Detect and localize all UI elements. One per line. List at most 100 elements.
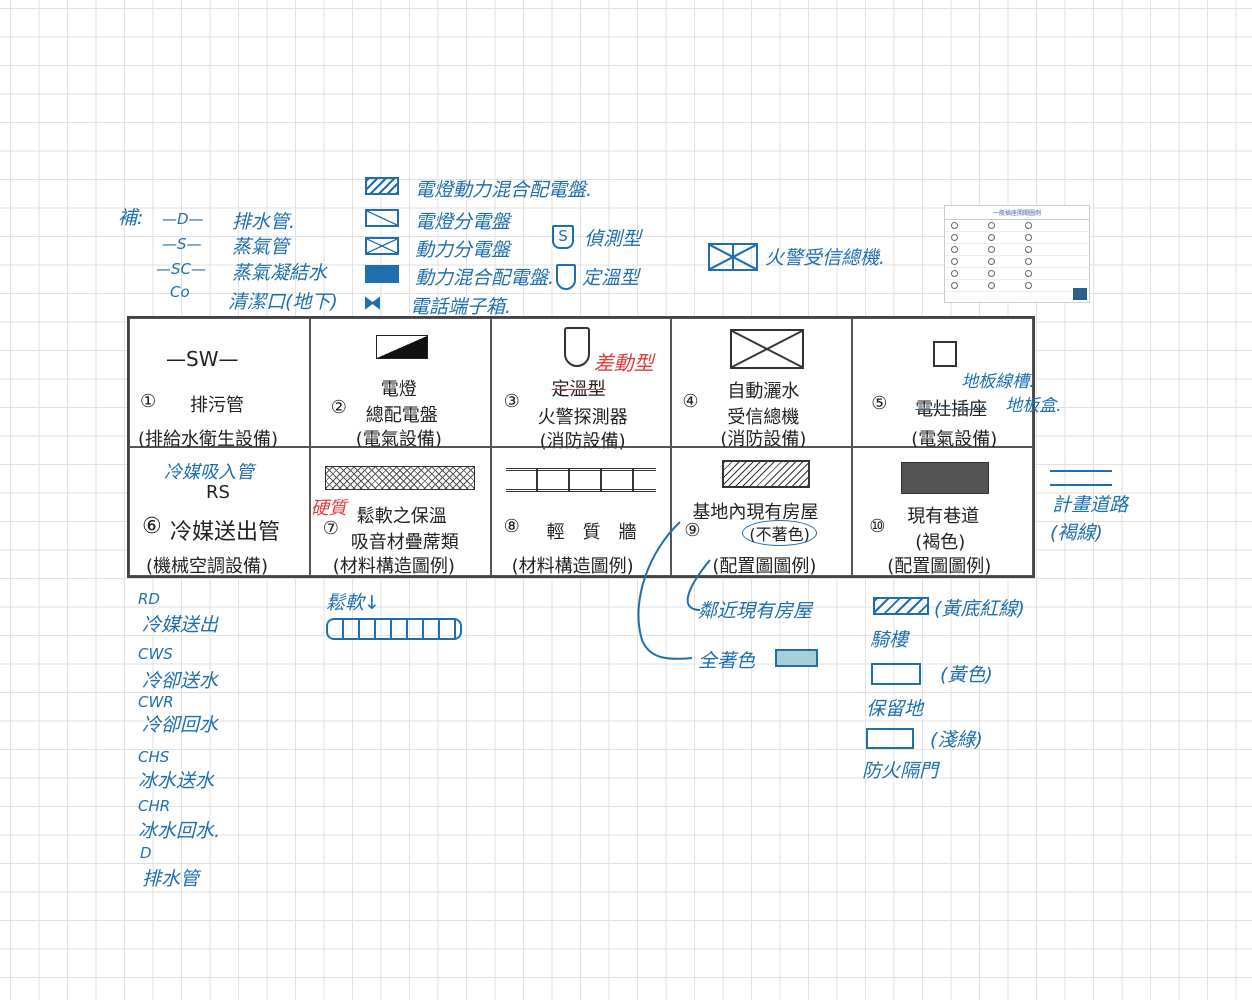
pipe-text: 冰水送水 [138,770,215,792]
pipe-text: 蒸氣管 [232,236,290,258]
heat-detector-icon [556,264,576,290]
pipe-text: 冷媒送出 [142,614,219,636]
power-panel-icon [365,237,399,255]
site-label: 騎樓 [870,629,909,651]
legend-cell-5: 地板線槽. 地板盒. ⑤ 電灶插座 (電氣設備) [852,318,1062,450]
cell-number: ⑨ [684,520,701,541]
site-note: (淺綠) [930,729,983,751]
legend-cell-3: 差動型 ③ 定溫型 火警探測器 (消防設備) [490,318,672,452]
pipe-text: 清潔口(地下) [228,291,338,313]
cell-name: 冷媒送出管 [170,520,281,545]
arrow-lines [637,521,711,660]
cell-number: ③ [503,391,520,412]
light-wall-icon [505,468,656,492]
cell-name: 總配電盤 [365,405,438,426]
cell-number: ⑩ [869,516,886,537]
cell-number: ④ [682,391,699,412]
road-line [1050,484,1112,486]
soft-insulation-icon [326,618,462,640]
mixed-panel-icon [365,265,399,283]
cell-category: (配置圖圖例) [712,556,817,577]
stove-outlet-icon [933,341,958,367]
pipe-code: D [140,844,152,862]
symbol-rs: RS [206,482,230,503]
legend-cell-9: 基地內現有房屋 ⑨ (不著色) (配置圖圖例) [671,447,853,577]
handwritten-note: 硬質 [310,498,347,519]
pipe-code: —SC— [156,260,206,278]
site-label: 保留地 [866,698,924,720]
insulation-pattern-icon [324,466,475,490]
panel-label: 電燈分電盤 [415,211,511,233]
pipe-code: CWS [138,645,173,663]
cell-number: ① [140,391,157,412]
existing-lane-icon [901,462,990,494]
pipe-code: CHS [138,748,170,766]
legend-cell-6: 冷媒吸入管 RS ⑥ 冷媒送出管 (機械空調設備) [129,447,310,577]
planned-road-label: 計畫道路 [1052,494,1129,516]
cell-number: ⑤ [871,393,888,414]
cell-name: (褐色) [915,532,966,553]
cell-number: ⑧ [503,516,520,537]
site-label: 防火隔門 [862,760,939,782]
cell-category: (排給水衛生設備) [138,429,279,450]
cell-number: ⑦ [322,518,339,539]
pipe-text: 冷卻送水 [142,670,219,692]
legend-cell-1: —SW— ① 排污管 (排給水衛生設備) [129,318,310,450]
panel-label: 動力混合配電盤. [415,267,555,289]
site-note: (黃底紅線) [934,598,1025,620]
cell-category: (消防設備) [539,431,626,452]
site-note: (黃色) [940,664,993,686]
handwritten-note: 差動型 [593,351,654,375]
legend-cell-7: 硬質 ⑦ 鬆軟之保溫 吸音材疊蓆類 (材料構造圖例) [309,447,491,577]
cell-name: 定溫型 [551,379,606,400]
supplement-label: 補: [118,207,144,229]
reserved-land-icon [871,663,921,685]
cell-name: (不著色) [742,520,817,546]
cell-name: 排污管 [190,395,244,416]
pipe-code: —S— [162,235,202,253]
color-swatch [775,649,818,667]
thumbnail-button[interactable] [1073,288,1087,300]
cell-category: (消防設備) [720,429,807,450]
pipe-text: 蒸氣凝結水 [232,262,328,284]
cell-category: (電氣設備) [911,429,998,450]
pipe-code: CHR [138,797,171,815]
cell-number: ⑥ [142,514,162,539]
soft-label: 鬆軟↓ [326,592,380,614]
cell-name: 輕 質 牆 [546,522,637,543]
legend-cell-4: ④ 自動灑水 受信總機 (消防設備) [671,318,853,450]
cell-name: 電燈 [380,379,417,400]
cell-name: 受信總機 [727,407,800,428]
cell-number: ② [330,397,347,418]
legend-cell-8: ⑧ 輕 質 牆 (材料構造圖例) [490,447,672,577]
sprinkler-panel-icon [730,329,805,369]
panel-label: 電話端子箱. [410,296,512,318]
pipe-code: —D— [162,210,204,228]
planned-road-note: (褐線) [1050,522,1103,544]
panel-label: 動力分電盤 [415,239,511,261]
handwritten-note: 地板線槽. [961,372,1035,392]
legend-cell-2: ② 電燈 總配電盤 (電氣設備) [309,318,491,450]
heat-detector-icon [563,327,590,367]
pipe-text: 排水管. [232,211,296,233]
symbol-sw: —SW— [166,347,239,371]
pipe-code: CWR [138,693,174,711]
smoke-detector-icon: S [552,225,574,249]
handwritten-note: 冷媒吸入管 [164,462,254,483]
thumbnail-title: 一般插座開關圖例 [945,206,1089,220]
bowtie-icon: ⧓ [363,292,382,314]
pipe-code: RD [138,590,160,608]
arcade-icon [873,597,929,615]
handwritten-note: 地板盒. [1005,396,1062,416]
cell-category: (配置圖圖例) [887,556,992,577]
existing-building-icon [722,460,811,488]
cell-name: 鬆軟之保溫 [356,506,447,527]
cell-name: 基地內現有房屋 [692,502,819,523]
road-line [1050,470,1112,472]
pipe-text: 冷卻回水 [142,714,219,736]
cell-category: (電氣設備) [355,429,442,450]
full-color-label: 全著色 [698,650,756,672]
panel-label: 電燈動力混合配電盤. [415,179,593,201]
neighbor-label: 鄰近現有房屋 [698,600,813,622]
legend-thumbnail[interactable]: 一般插座開關圖例 [944,205,1090,303]
